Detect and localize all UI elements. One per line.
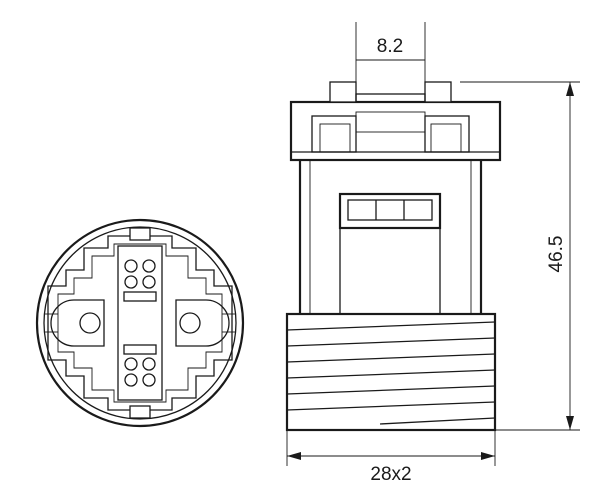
bottom-clip-tab: [129, 405, 151, 419]
pin-hole-lower-right: [142, 357, 156, 371]
inner-rim: [43, 226, 237, 420]
central-column: [117, 245, 163, 401]
arrowhead: [566, 416, 574, 430]
outer-rim: [35, 218, 245, 428]
thread-line: [286, 401, 496, 411]
thread-lines: [286, 321, 496, 425]
dimension-thread: 28x2: [286, 430, 496, 485]
top-clip-tab: [129, 227, 151, 241]
thread-line: [286, 321, 496, 331]
pin-hole-upper-left-2: [124, 275, 138, 289]
pin-hole-upper-right-2: [142, 275, 156, 289]
socket-body-outline: [47, 235, 233, 411]
left-mounting-ear: [50, 299, 105, 347]
dimension-pin-spacing: 8.2: [355, 22, 426, 82]
thread-line: [379, 417, 496, 425]
pin-hole-upper-right: [142, 259, 156, 273]
left-top-pin: [329, 81, 357, 103]
arrowhead: [287, 452, 301, 460]
bottom-view: [35, 218, 245, 428]
right-top-pin: [424, 81, 452, 103]
latch-stem: [339, 227, 441, 315]
right-mounting-ear: [175, 299, 230, 347]
thread-line: [286, 353, 496, 363]
arrowhead: [566, 82, 574, 96]
thread-line: [286, 369, 496, 379]
thread-line: [286, 385, 496, 395]
height-label: 46.5: [546, 236, 567, 273]
pin-hole-lower-left-2: [124, 373, 138, 387]
thread-line: [286, 337, 496, 347]
pin-hole-lower-left: [124, 357, 138, 371]
center-bar-lower: [123, 344, 157, 355]
left-recess-inner: [319, 123, 351, 153]
left-screw-hole: [79, 312, 101, 334]
latch-inner: [347, 199, 433, 221]
arrowhead: [481, 452, 495, 460]
thread-label: 28x2: [370, 464, 411, 485]
left-recess: [311, 115, 357, 153]
right-recess-inner: [430, 123, 462, 153]
center-slot: [355, 111, 426, 133]
socket-inner-outline: [57, 243, 223, 403]
side-view: [285, 81, 502, 432]
body-outline: [298, 160, 483, 314]
pin-spacing-label: 8.2: [377, 36, 403, 57]
latch-window: [338, 192, 442, 230]
threaded-base: [285, 312, 497, 432]
right-screw-hole: [179, 312, 201, 334]
pin-hole-upper-left: [124, 259, 138, 273]
pin-hole-lower-right-2: [142, 373, 156, 387]
pin-bridge: [355, 93, 426, 103]
center-bar-upper: [123, 291, 157, 302]
right-recess: [424, 115, 470, 153]
dimension-height: 46.5: [460, 81, 580, 431]
